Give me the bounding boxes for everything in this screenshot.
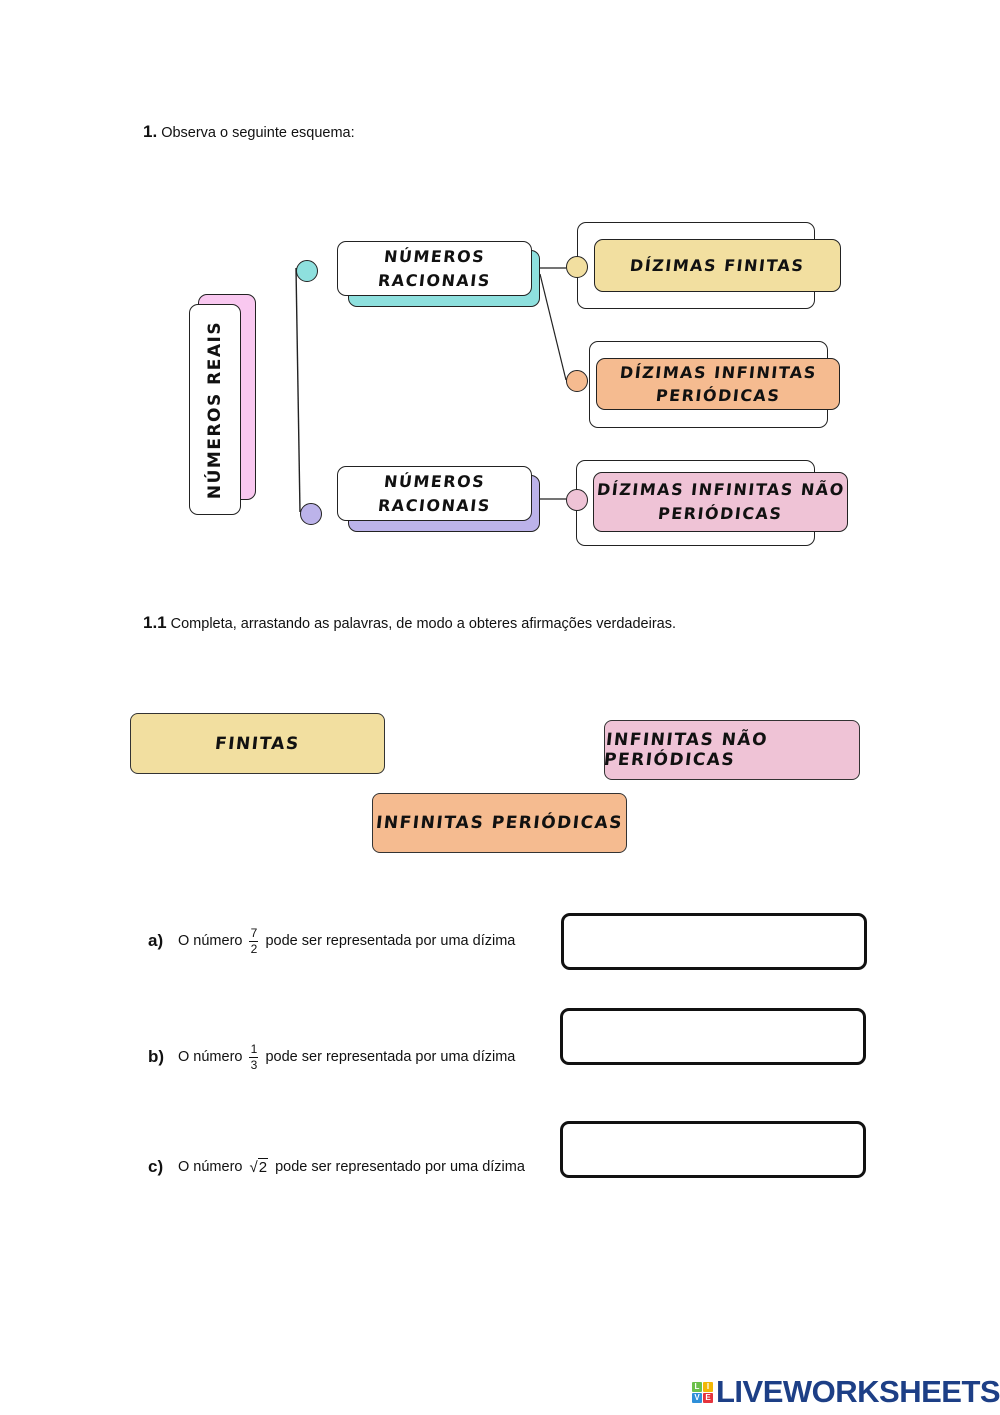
liveworksheets-logo: L I V E LIVEWORKSHEETS — [692, 1374, 1000, 1410]
root-node: Números Reais — [189, 304, 241, 515]
item-letter: c) — [148, 1157, 164, 1176]
item-suffix: pode ser representado por uma dízima — [275, 1159, 525, 1175]
leaf-3-label-line1: Dízimas infinitas não — [595, 480, 846, 499]
draggable-word-infinitas-periodicas[interactable]: Infinitas periódicas — [372, 793, 627, 853]
branch-1-node: Números Racionais — [337, 241, 532, 296]
chip-label: Finitas — [214, 733, 301, 754]
logo-tile: L — [692, 1381, 702, 1392]
leaf-1-dot — [566, 256, 588, 278]
branch-2-node: Números Racionais — [337, 466, 532, 521]
logo-tile: I — [703, 1381, 713, 1392]
chip-label: Infinitas não periódicas — [602, 730, 770, 770]
branch-dot-2 — [300, 503, 322, 525]
branch-2-label-line2: Racionais — [377, 495, 492, 515]
answer-drop-zone-b[interactable] — [560, 1008, 866, 1065]
leaf-3-node: Dízimas infinitas não periódicas — [593, 472, 848, 532]
item-prefix: O número — [178, 1159, 243, 1175]
square-root: √2 — [249, 1157, 269, 1176]
radicand: 2 — [257, 1157, 269, 1176]
draggable-word-infinitas-nao-periodicas[interactable]: Infinitas não periódicas — [602, 720, 860, 780]
logo-text: LIVEWORKSHEETS — [716, 1374, 1000, 1409]
fraction: 7 2 — [249, 925, 259, 956]
leaf-2-dot — [566, 370, 588, 392]
fraction-bar — [249, 940, 259, 942]
logo-tile: E — [703, 1392, 713, 1403]
fraction-numerator: 7 — [250, 925, 258, 940]
answer-drop-zone-a[interactable] — [561, 913, 867, 970]
leaf-3-label-line2: periódicas — [657, 504, 784, 523]
root-label: Números Reais — [205, 320, 226, 499]
leaf-1-node: Dízimas finitas — [594, 239, 841, 292]
connector-root-line — [295, 267, 301, 513]
answer-drop-zone-c[interactable] — [560, 1121, 866, 1178]
question-number: 1.1 — [143, 613, 167, 632]
item-prefix: O número — [178, 933, 243, 949]
fraction: 1 3 — [249, 1041, 259, 1072]
leaf-2-node: Dízimas infinitas periódicas — [596, 358, 840, 410]
fraction-numerator: 1 — [250, 1041, 258, 1056]
fraction-bar — [249, 1056, 259, 1058]
connector-lines — [295, 267, 567, 513]
question-1-heading: 1.Observa o seguinte esquema: — [143, 122, 355, 142]
leaf-1-label: Dízimas finitas — [629, 256, 806, 275]
item-letter: a) — [148, 931, 164, 950]
leaf-2-label-line2: periódicas — [654, 386, 782, 405]
branch-dot-1 — [296, 260, 318, 282]
leaf-2-label-line1: Dízimas infinitas — [618, 363, 818, 382]
item-suffix: pode ser representada por uma dízima — [265, 933, 516, 949]
item-letter: b) — [148, 1047, 165, 1066]
question-text: Completa, arrastando as palavras, de mod… — [170, 616, 676, 632]
item-prefix: O número — [178, 1049, 243, 1065]
chip-label: Infinitas periódicas — [374, 813, 625, 833]
connector-leaf-2 — [539, 273, 567, 381]
item-b: b) O número 1 3 pode ser representada po… — [148, 1040, 515, 1074]
draggable-word-finitas[interactable]: Finitas — [130, 713, 385, 774]
branch-2-label-line1: Números — [382, 471, 487, 491]
item-c: c) O número √2 pode ser representado por… — [148, 1155, 525, 1179]
logo-tile: V — [692, 1392, 702, 1403]
question-number: 1. — [143, 122, 158, 141]
leaf-3-dot — [566, 489, 588, 511]
fraction-denominator: 2 — [250, 941, 258, 956]
item-suffix: pode ser representada por uma dízima — [265, 1049, 516, 1065]
question-text: Observa o seguinte esquema: — [161, 125, 355, 141]
logo-tiles-icon: L I V E — [692, 1381, 713, 1403]
branch-1-label-line2: Racionais — [377, 270, 492, 290]
branch-1-label-line1: Números — [382, 246, 487, 266]
item-a: a) O número 7 2 pode ser representada po… — [148, 924, 515, 958]
fraction-denominator: 3 — [250, 1057, 258, 1072]
